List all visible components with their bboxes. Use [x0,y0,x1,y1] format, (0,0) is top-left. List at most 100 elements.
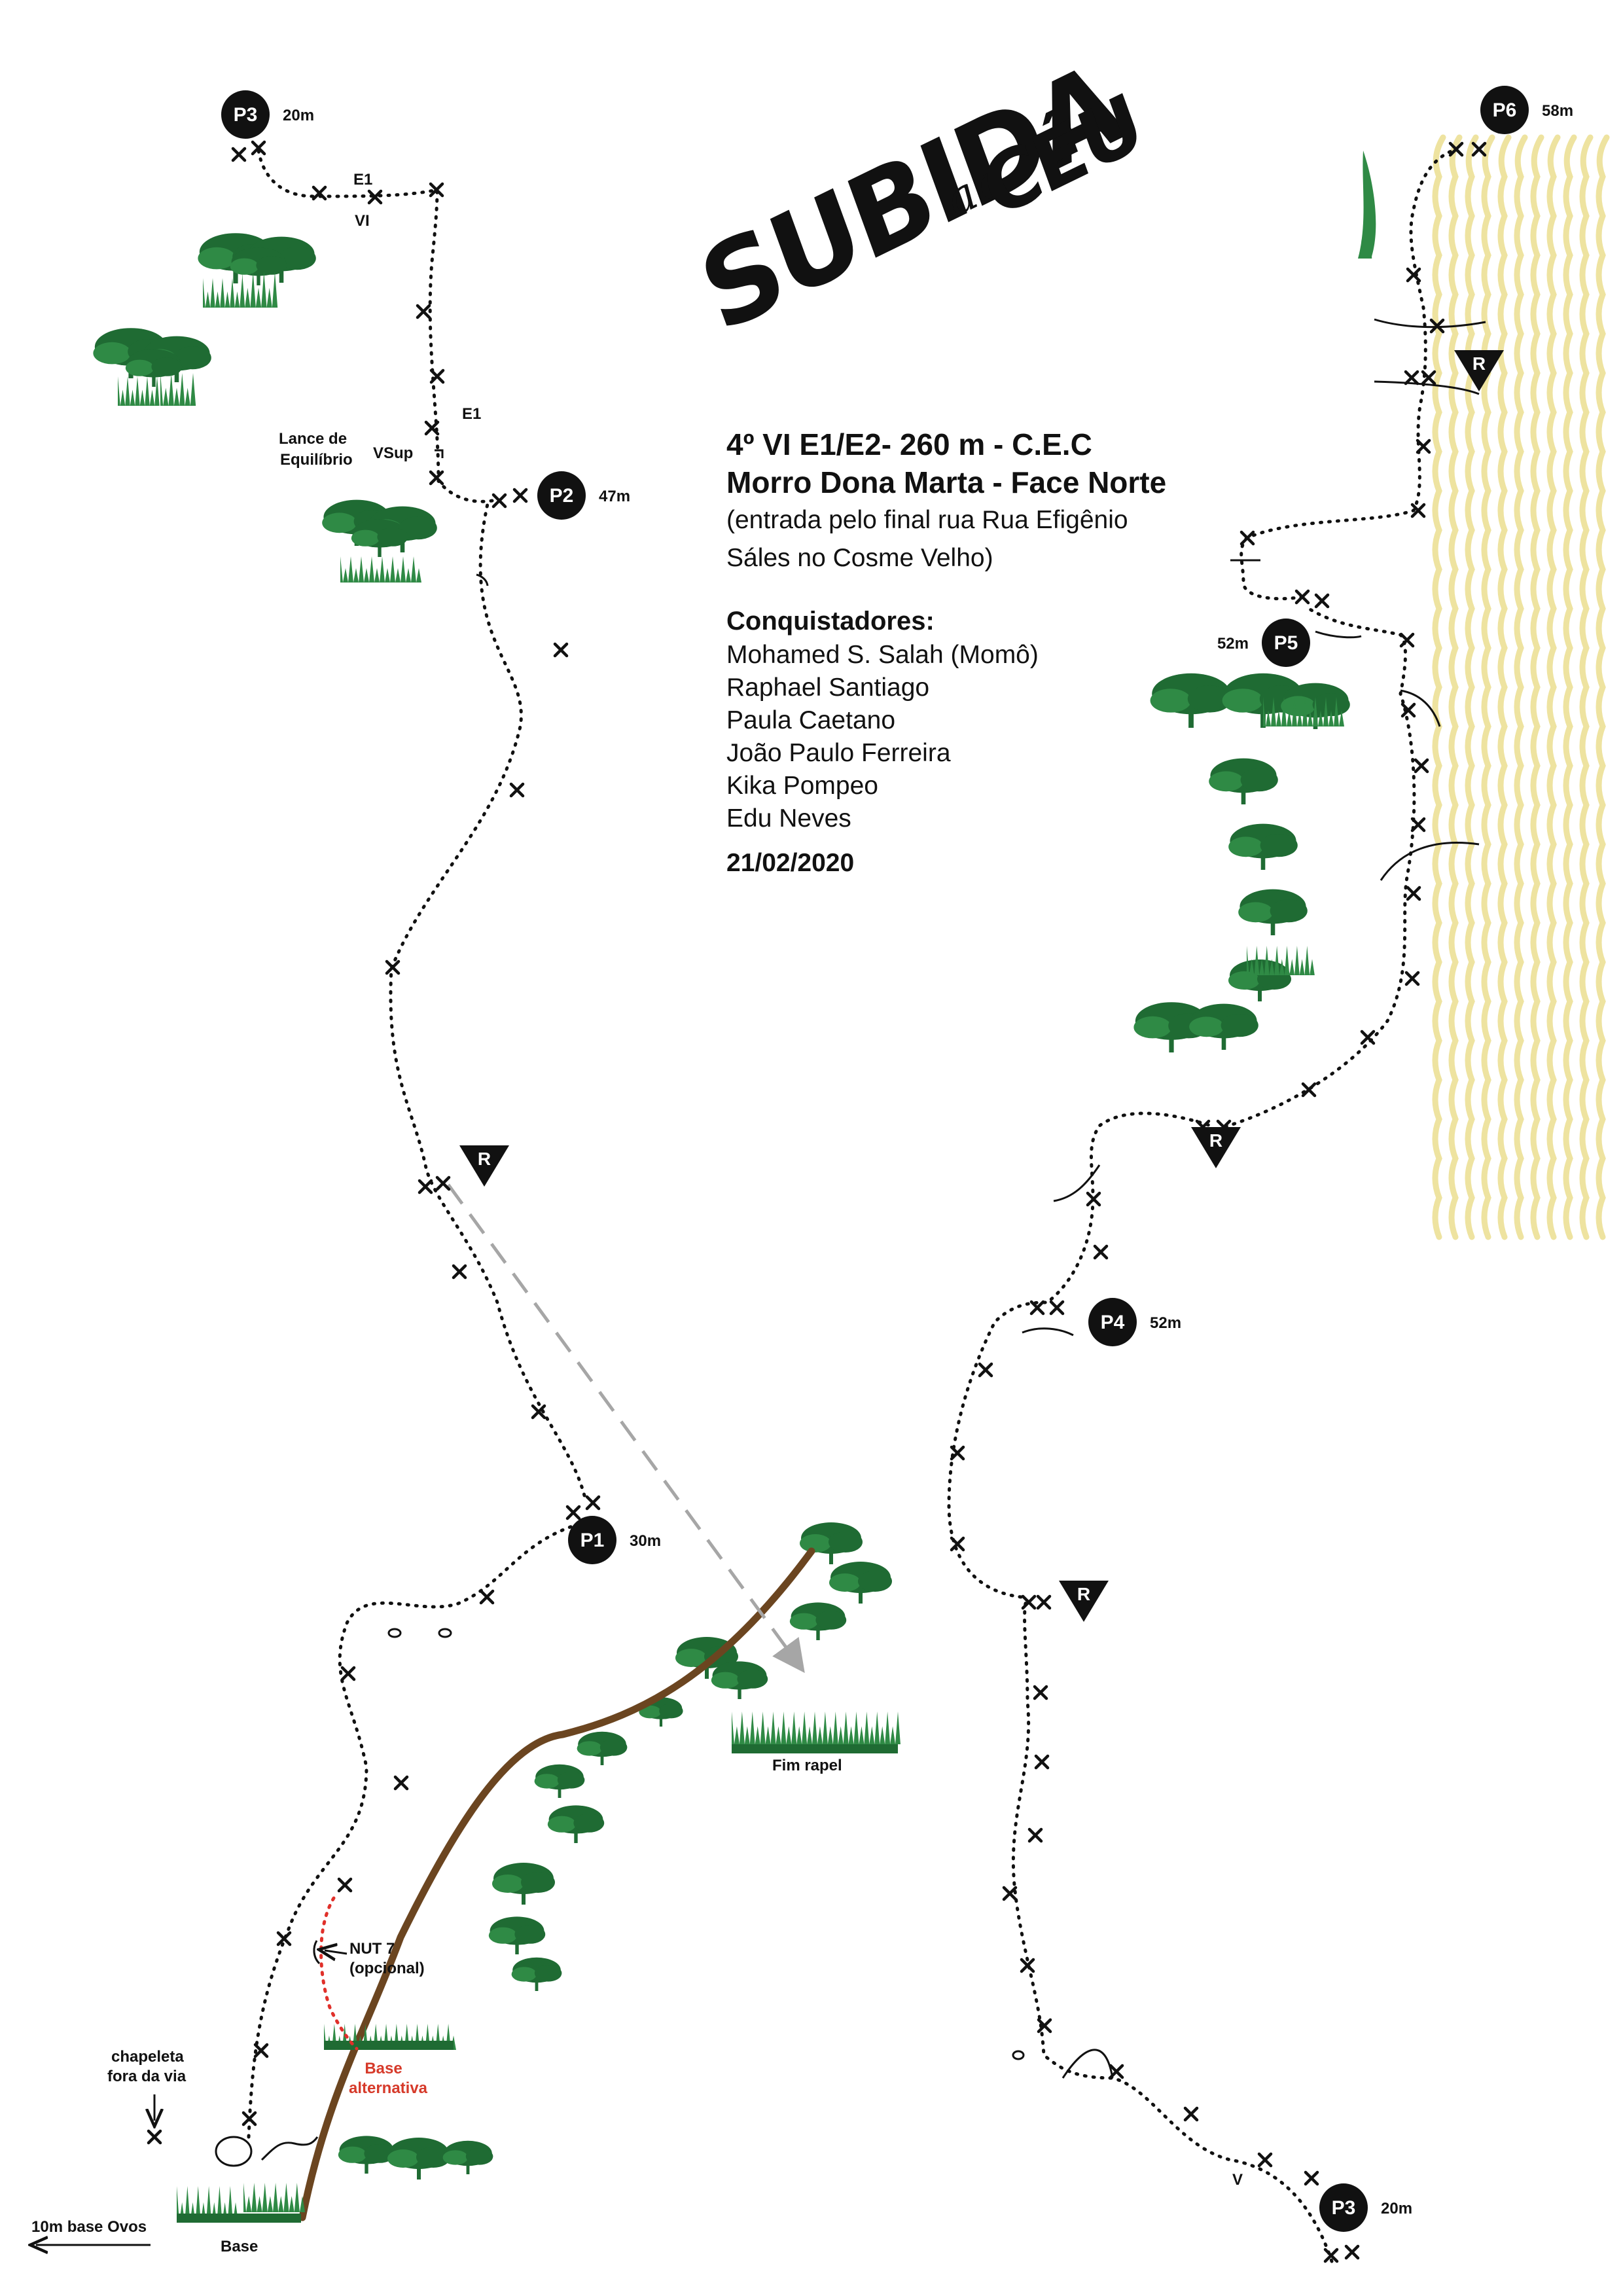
bolt-marker [452,1264,467,1280]
tree-canopy [1228,836,1263,857]
belay-marker [1480,86,1529,134]
grass-tuft [1358,151,1376,259]
stain-streak [1465,134,1479,1240]
roof-feature [1400,689,1441,727]
bolt-marker [553,642,569,658]
water-stains [1432,134,1610,1240]
alternative-start-line [319,1896,359,2051]
belay-marker [1088,1298,1137,1346]
tree [1209,758,1278,804]
grass-tuft [1247,946,1315,975]
bolt-marker [1021,1594,1037,1610]
piton-ring [387,1628,402,1638]
crack-feature [260,2136,319,2161]
bolt-marker [340,1666,356,1681]
tree-canopy [557,1772,585,1789]
bolt-marker [429,182,444,198]
tree-canopy [151,357,183,376]
roof-feature [1053,1164,1101,1202]
climbers-heading: Conquistadores: [726,607,935,636]
tree-canopy [534,1774,560,1789]
tree-canopy [815,1611,847,1630]
grade-e1-mid: E1 [462,405,481,423]
tree-canopy [1189,1016,1224,1037]
tree [387,2138,450,2179]
tree-canopy [416,2147,450,2168]
bolt-marker [1314,593,1330,609]
access-line-1: (entrada pelo final rua Rua Efigênio [726,506,1128,534]
belay-marker [1319,2183,1368,2232]
pitch-length: 52m [1150,1314,1181,1332]
tree-canopy [1133,1016,1171,1039]
belay-label: P1 [580,1530,605,1551]
label-equilibrio: Equilíbrio [280,451,353,469]
rappel-marker: R [459,1145,509,1187]
bolt-marker [1416,439,1431,454]
climber-name: João Paulo Ferreira [726,739,951,767]
tree-canopy [364,2144,395,2163]
belay-label: P3 [234,104,258,126]
tree-canopy [511,1967,537,1982]
bolt-marker [479,1589,495,1605]
stain-streak [1546,134,1561,1240]
tree-canopy [1260,834,1298,857]
bolt-marker [424,420,440,436]
rappel-letter: R [1472,353,1486,374]
bolts [147,140,1487,2263]
label-chapeleta: chapeleta [111,2048,184,2066]
grass-blades [160,373,196,406]
climber-name: Paula Caetano [726,706,896,734]
grass-blades [732,1712,901,1744]
label-base-alternativa: Base [365,2060,402,2077]
grass-blades [243,2183,306,2212]
grass-tuft [340,556,421,583]
tree [1150,673,1232,728]
bolt-marker [253,2043,269,2058]
access-line-2: Sáles no Cosme Velho) [726,544,993,572]
tree-canopy [675,1649,707,1667]
bolt-marker [1421,370,1436,386]
tree [1238,889,1308,935]
rappel-marker: R [1454,350,1504,391]
bolt-marker [1034,1754,1050,1770]
bolt-marker [393,1775,409,1791]
bolt-marker [1093,1244,1109,1260]
tree [351,519,408,557]
first-ascent-date: 21/02/2020 [726,849,855,877]
bolt-marker [1410,503,1426,518]
bolt-marker [1037,2018,1052,2034]
tree-canopy [534,1965,562,1982]
rappel-letter: R [478,1149,491,1169]
bolt-marker [1410,817,1426,833]
stain-streak [1530,134,1544,1240]
rappel-letter: R [1077,1584,1090,1604]
tree-canopy [1270,899,1308,923]
tree [230,247,287,285]
bolt-marker [1002,1886,1018,1901]
route-pitch-1 [247,1523,578,2139]
tree-canopy [492,1874,524,1893]
bolt-marker [416,304,431,319]
roof-feature [1380,842,1480,881]
bolt-marker [1400,702,1416,718]
pitch-length: 47m [599,488,630,505]
roof-feature [1022,1327,1074,1336]
tree-canopy [711,1672,740,1689]
bolt-marker [1448,141,1464,157]
tree [547,1805,605,1843]
stain-streak [1448,134,1463,1240]
grass-base [732,1744,898,1753]
tree-canopy [577,1741,602,1756]
climber-name: Raphael Santiago [726,673,930,702]
tree [492,1863,555,1905]
grass-tuft [177,2186,239,2222]
grass-tuft [732,1712,901,1744]
nut-placement [313,1940,321,1965]
rappel-marker: R [1059,1581,1109,1622]
bolt-marker [1301,1082,1317,1098]
